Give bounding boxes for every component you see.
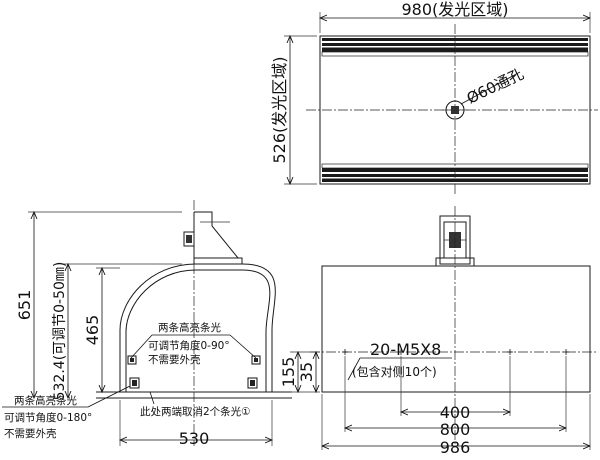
hole-label: Ø60通孔 xyxy=(464,65,527,108)
top-view: Ø60通孔 980(发光区域) 526(发光区域) xyxy=(270,0,598,196)
note-side-shell: 不需要外壳 xyxy=(4,427,57,440)
hole-note: (包含对侧10个) xyxy=(352,364,437,379)
note-remove: 此处两端取消2个条光① xyxy=(140,405,251,418)
note-bars-title: 两条高亮条光 xyxy=(158,321,221,334)
top-bracket xyxy=(183,211,243,265)
dim-651-label: 651 xyxy=(15,290,34,321)
light-bar-right-lower xyxy=(247,377,258,389)
hole-leader xyxy=(460,71,521,105)
center-hole xyxy=(442,100,468,120)
dim-400-label: 400 xyxy=(440,403,471,422)
dim-800-label: 800 xyxy=(440,420,471,439)
light-bar-left-upper xyxy=(127,355,137,365)
note-side-title: 两条高亮条光 xyxy=(14,394,77,407)
dim-465-label: 465 xyxy=(83,315,102,346)
dim-530-label: 530 xyxy=(179,429,210,448)
note-bars-shell: 不需要外壳 xyxy=(148,353,201,366)
light-bar-left-lower xyxy=(129,377,140,389)
inner-arch xyxy=(125,269,271,392)
dim-526-label: 526(发光区域) xyxy=(270,56,289,163)
hole-spec: 20-M5X8 xyxy=(370,340,441,359)
dim-35-label: 35 xyxy=(297,362,316,382)
dim-532-label: 532.4(可调节0-50㎜) xyxy=(52,262,68,401)
dim-980-label: 980(发光区域) xyxy=(401,0,508,19)
note-bars-angle: 可调节角度0-90° xyxy=(148,339,230,352)
note-side-angle: 可调节角度0-180° xyxy=(4,411,92,424)
dim-986-label: 986 xyxy=(440,438,471,457)
front-view: 20-M5X8 (包含对侧10个) 155 35 400 800 986 xyxy=(279,206,598,457)
hole-marks xyxy=(342,349,569,355)
outer-arch xyxy=(119,263,276,392)
light-bar-right-upper xyxy=(251,355,261,365)
side-view: 651 532.4(可调节0-50㎜) 465 530 两条高亮条光 可调节角度… xyxy=(2,200,292,448)
dim-155-label: 155 xyxy=(279,357,298,388)
